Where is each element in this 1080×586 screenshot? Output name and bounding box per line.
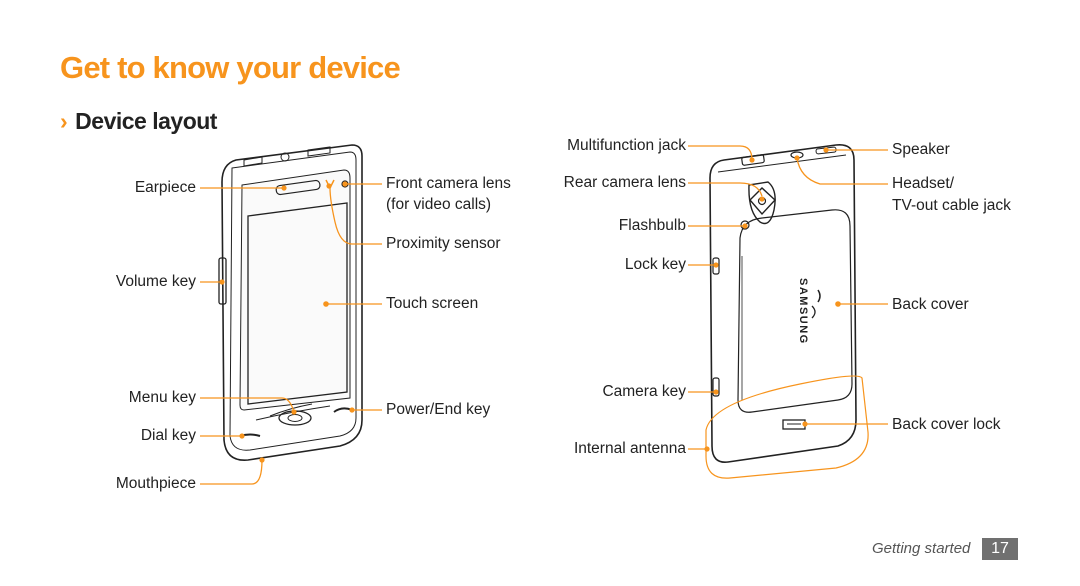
label-earpiece: Earpiece [134, 179, 196, 196]
label-volume-key: Volume key [115, 273, 196, 290]
lock-key-shape [712, 257, 720, 275]
label-power-end-key: Power/End key [386, 401, 491, 418]
label-back-cover-lock: Back cover lock [892, 416, 1001, 433]
label-proximity-sensor: Proximity sensor [386, 235, 501, 252]
section-heading: › Device layout [60, 108, 217, 135]
label-flashbulb: Flashbulb [618, 217, 686, 234]
flashbulb-shape [740, 220, 750, 230]
back-callouts [688, 145, 888, 450]
rear-camera-housing [748, 181, 776, 225]
label-dial-key: Dial key [140, 427, 196, 444]
back-callout-dots [704, 147, 841, 452]
label-menu-key: Menu key [128, 389, 196, 406]
label-speaker: Speaker [892, 141, 950, 158]
page-title: Get to know your device [60, 50, 401, 85]
label-rear-camera-lens: Rear camera lens [563, 174, 686, 191]
samsung-logo: SAMSUNG [797, 278, 809, 345]
label-front-camera-lens-note: (for video calls) [386, 196, 492, 213]
label-back-cover: Back cover [892, 296, 969, 313]
camera-key-shape [712, 377, 720, 397]
label-headset-note: TV-out cable jack [892, 197, 1011, 214]
label-internal-antenna: Internal antenna [573, 440, 686, 457]
label-camera-key: Camera key [602, 383, 686, 400]
label-headset: Headset/ [892, 175, 955, 192]
label-touch-screen: Touch screen [386, 295, 479, 312]
label-front-camera-lens: Front camera lens [386, 175, 511, 192]
multifunction-jack-shape [741, 154, 765, 166]
back-cover-panel [737, 209, 853, 413]
internal-antenna-region [705, 375, 869, 479]
front-callout-dots [219, 181, 355, 463]
front-callouts [200, 183, 382, 485]
section-title: Device layout [75, 108, 217, 134]
earpiece-grille [275, 179, 321, 196]
label-multifunction-jack: Multifunction jack [567, 137, 686, 154]
volume-key-shape [218, 257, 227, 305]
page-number-badge: 17 [982, 538, 1018, 560]
label-lock-key: Lock key [624, 256, 686, 273]
footer-section-name: Getting started [872, 540, 971, 557]
label-mouthpiece: Mouthpiece [115, 475, 196, 492]
front-phone [218, 144, 363, 461]
chevron-right-icon: › [60, 108, 68, 134]
back-phone [709, 143, 857, 463]
